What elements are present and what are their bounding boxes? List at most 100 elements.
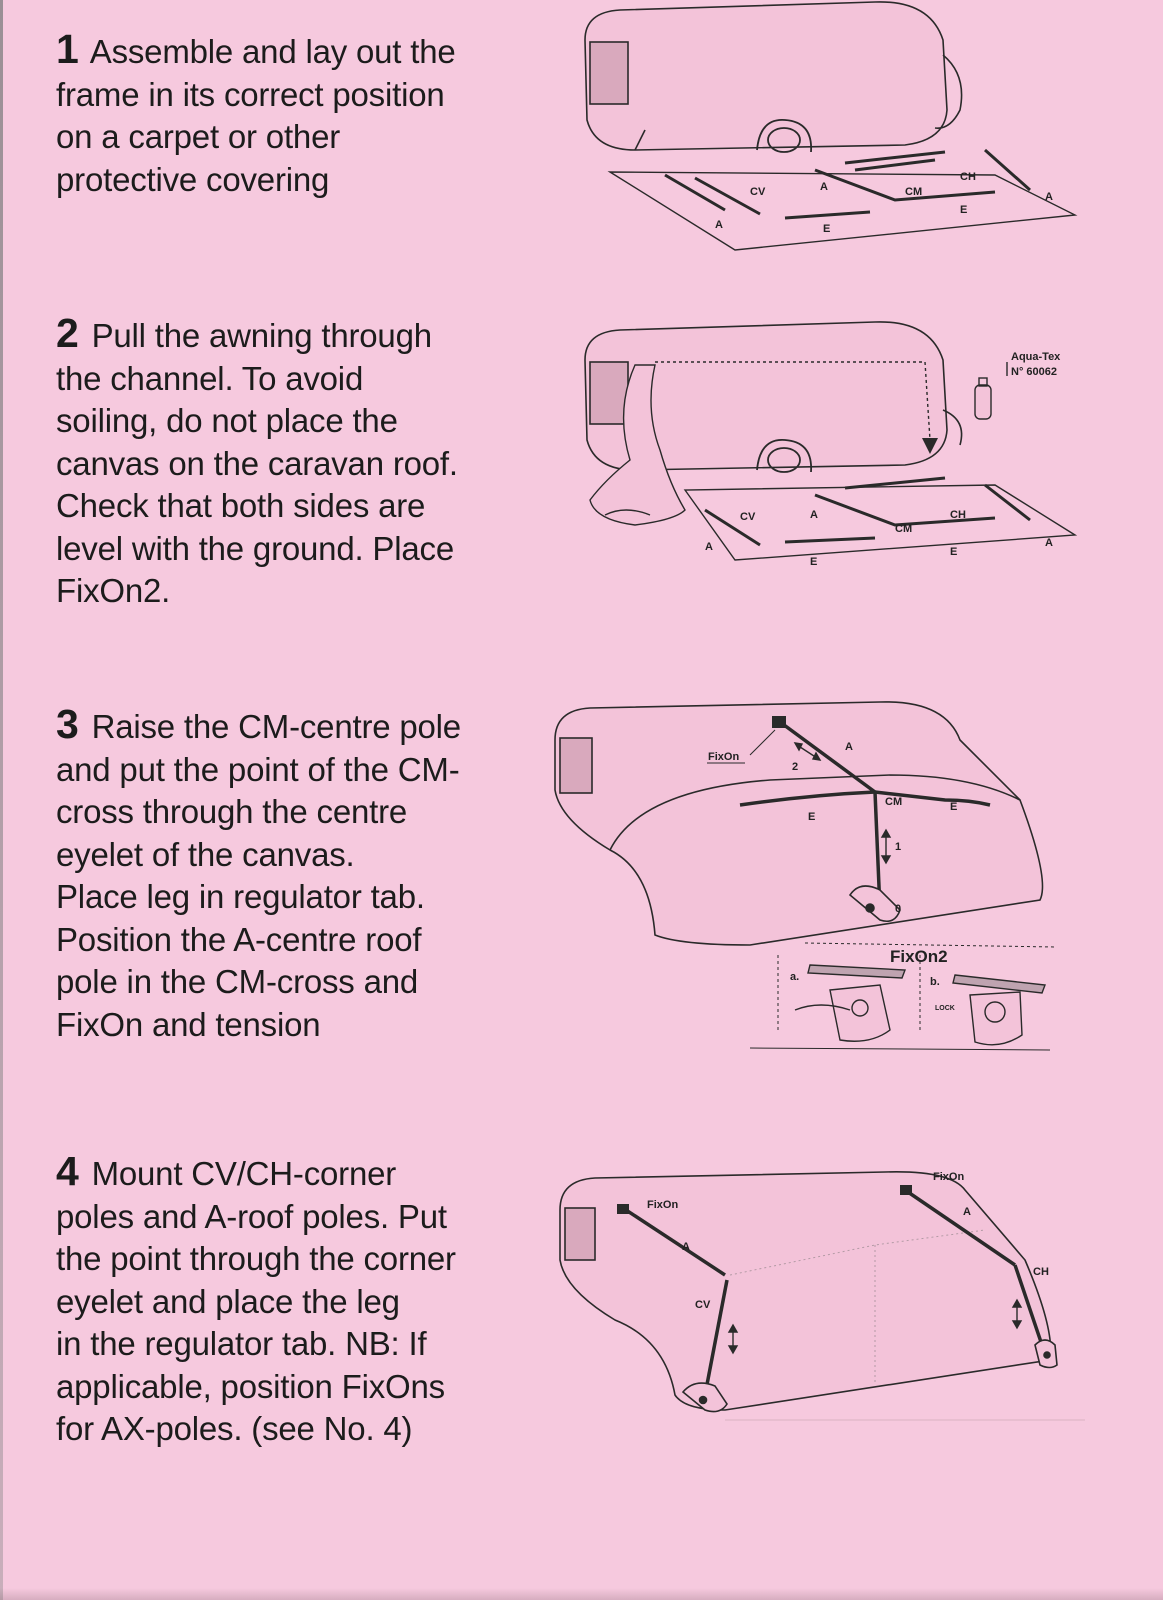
label-fixon: FixOn bbox=[708, 751, 739, 763]
step-line: eyelet and place the leg bbox=[56, 1282, 400, 1320]
caravan-body bbox=[584, 321, 963, 471]
step-line: protective covering bbox=[56, 160, 330, 198]
label-1: 1 bbox=[895, 841, 901, 853]
step-line: pole in the CM-cross and bbox=[56, 963, 419, 1000]
label-sub-a: a. bbox=[790, 971, 799, 983]
fixon2-clamp-a bbox=[794, 964, 906, 1042]
regulator-tab-icon bbox=[848, 885, 901, 923]
step-line: Check that both sides are bbox=[56, 487, 426, 524]
label-ch: CH bbox=[1033, 1266, 1049, 1278]
arrow-diagonal-icon bbox=[793, 742, 822, 761]
label-ch: CH bbox=[960, 171, 976, 183]
step-line: the point through the corner bbox=[56, 1240, 456, 1277]
step-number: 2 bbox=[56, 310, 79, 356]
label-cv: CV bbox=[695, 1299, 711, 1311]
awning-canvas bbox=[554, 701, 1044, 946]
label-a: A bbox=[845, 741, 853, 753]
label-fixon2: FixOn2 bbox=[890, 947, 948, 966]
step-line: Position the A-centre roof bbox=[56, 920, 422, 958]
canvas-drape bbox=[589, 364, 686, 526]
step-line: FixOn and tension bbox=[56, 1005, 321, 1043]
step-2-text: 2 Pull the awning through the channel. T… bbox=[56, 312, 556, 613]
wheel-icon bbox=[756, 439, 812, 473]
label-e: E bbox=[823, 223, 830, 235]
fixon-clip bbox=[772, 716, 786, 728]
caravan-window bbox=[589, 361, 629, 425]
label-cm: CM bbox=[885, 796, 902, 808]
step-line: cross through the centre bbox=[56, 793, 408, 830]
frame-poles bbox=[704, 476, 1031, 547]
label-cm: CM bbox=[895, 523, 912, 535]
fixon-clip bbox=[900, 1185, 912, 1195]
label-cm: CM bbox=[905, 186, 922, 198]
step-line: Pull the awning through bbox=[91, 317, 433, 354]
label-a: A bbox=[820, 181, 828, 193]
step-number: 4 bbox=[56, 1148, 79, 1194]
step-line: the channel. To avoid bbox=[56, 359, 364, 397]
label-lock: LOCK bbox=[935, 1005, 955, 1012]
step-line: Mount CV/CH-corner bbox=[91, 1155, 397, 1192]
step-line: soiling, do not place the bbox=[56, 402, 398, 439]
step-line: for AX-poles. (see No. 4) bbox=[56, 1410, 413, 1447]
ground-sheet bbox=[683, 484, 1078, 561]
label-e: E bbox=[810, 556, 817, 568]
step-line: FixOn2. bbox=[56, 572, 171, 609]
arrow-down-icon bbox=[922, 438, 938, 454]
step-1-illustration: CV A A E CM CH E A bbox=[584, 1, 1078, 251]
label-o: 0 bbox=[895, 903, 901, 915]
label-a: A bbox=[963, 1206, 971, 1218]
fixon2-clamp-b bbox=[952, 974, 1046, 1046]
label-cv: CV bbox=[740, 511, 756, 523]
step-line: and put the point of the CM- bbox=[56, 750, 460, 788]
label-a: A bbox=[705, 541, 713, 553]
frame-poles bbox=[664, 148, 1031, 220]
step-line: eyelet of the canvas. bbox=[56, 835, 355, 873]
awning-canvas bbox=[559, 1171, 1052, 1411]
arrow-vertical-icon bbox=[880, 828, 892, 865]
label-fixon: FixOn bbox=[933, 1171, 964, 1183]
label-e: E bbox=[950, 801, 957, 813]
label-e: E bbox=[950, 546, 957, 558]
caravan-window bbox=[559, 737, 593, 794]
step-line: poles and A-roof poles. Put bbox=[56, 1197, 447, 1235]
label-a: A bbox=[810, 509, 818, 521]
label-ch: CH bbox=[950, 509, 966, 521]
label-fixon: FixOn bbox=[647, 1199, 678, 1211]
label-a: A bbox=[682, 1241, 690, 1253]
step-line: in the regulator tab. NB: If bbox=[56, 1325, 427, 1362]
step-number: 1 bbox=[56, 26, 79, 72]
step-3-text: 3 Raise the CM-centre pole and put the p… bbox=[56, 703, 556, 1046]
step-number: 3 bbox=[56, 701, 79, 747]
step-line: Assemble and lay out the bbox=[89, 33, 456, 70]
label-e: E bbox=[808, 811, 815, 823]
arrow-vertical-icon bbox=[727, 1298, 1023, 1355]
label-2: 2 bbox=[792, 761, 798, 773]
caravan-body bbox=[584, 1, 963, 151]
fixon-clip bbox=[617, 1204, 629, 1214]
step-3-illustration: FixOn 2 A CM E E 1 0 FixOn2 bbox=[554, 701, 1056, 1051]
step-2-illustration: Aqua-Tex N° 60062 CV A A E CM CH E A bbox=[584, 321, 1078, 568]
step-line: level with the ground. Place bbox=[56, 529, 454, 567]
label-a: A bbox=[1045, 537, 1053, 549]
label-a: A bbox=[715, 219, 723, 231]
awning-rail-dashed bbox=[655, 361, 931, 441]
ground-sheet bbox=[607, 171, 1078, 251]
step-line: applicable, position FixOns bbox=[56, 1367, 445, 1405]
label-sub-b: b. bbox=[930, 976, 940, 988]
bottom-edge bbox=[0, 1588, 1163, 1600]
caravan-window bbox=[589, 41, 629, 105]
step-line: Place leg in regulator tab. bbox=[56, 878, 425, 915]
label-aquatex: Aqua-Tex bbox=[1011, 351, 1061, 363]
label-a: A bbox=[1045, 191, 1053, 203]
label-e: E bbox=[960, 204, 967, 216]
frame-poles bbox=[622, 1188, 1045, 1396]
label-product-number: N° 60062 bbox=[1011, 366, 1057, 378]
step-line: Raise the CM-centre pole bbox=[91, 708, 462, 745]
step-4-illustration: FixOn FixOn A A CV CH bbox=[559, 1171, 1085, 1421]
regulator-tab-icon bbox=[681, 1339, 1058, 1413]
inner-lines bbox=[729, 1229, 986, 1385]
step-line: canvas on the caravan roof. bbox=[56, 444, 458, 482]
wheel-icon bbox=[756, 119, 812, 153]
spray-can-icon bbox=[974, 362, 1008, 420]
